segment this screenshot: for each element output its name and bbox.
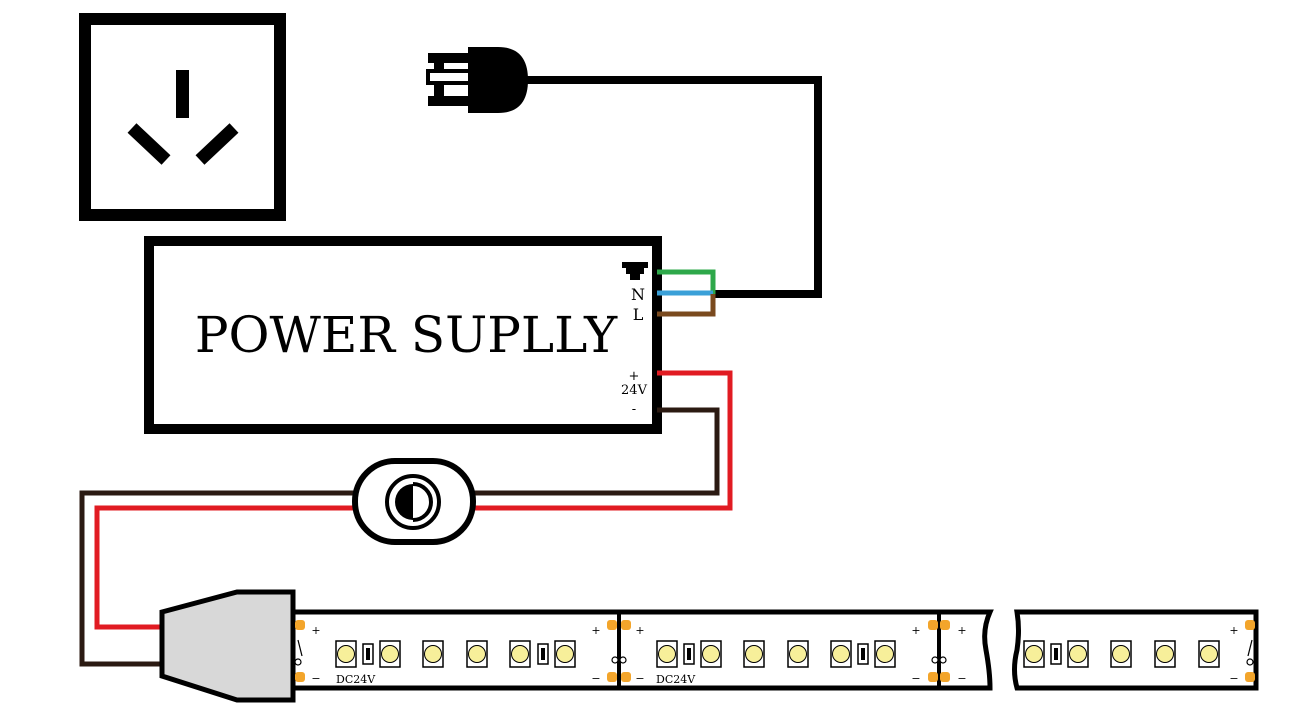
positive-wire [473,370,733,511]
solder-pad [621,672,631,682]
led-light [876,645,894,663]
socket-slot-left [127,123,171,165]
solder-pad [295,620,305,630]
resistor-mark [541,648,545,660]
socket-ground-slot [176,70,189,118]
cut-mark [297,639,303,657]
solder-pad [928,672,938,682]
led-light [511,645,529,663]
positive-wire-to-strip [94,505,355,630]
strip-plus-label: + [1229,624,1238,637]
strip-minus-label: − [311,672,320,685]
negative-wire [473,407,720,496]
strip-plus-label: + [591,624,600,637]
solder-pad [928,620,938,630]
strip-plus-label: + [311,624,320,637]
output-plus-label: + [629,369,640,384]
led-light [468,645,486,663]
led-light [702,645,720,663]
strip-plus-label: + [957,624,966,637]
strip-minus-label: − [911,672,920,685]
strip-voltage-label: DC24V [336,673,376,686]
led-light [556,645,574,663]
switch-toggle-icon [395,484,413,520]
solder-pad [607,672,617,682]
ground-wire [657,269,716,294]
solder-pad [940,672,950,682]
led-light [832,645,850,663]
solder-pad [295,672,305,682]
power-cable [525,76,822,298]
cut-mark [1246,658,1254,666]
output-voltage-label: 24V [621,383,648,398]
strip-minus-label: − [591,672,600,685]
solder-pad [1245,672,1255,682]
strip-plus-label: + [635,624,644,637]
resistor-mark [366,648,370,660]
solder-pad [1245,620,1255,630]
live-wire [657,294,716,317]
solder-pad [607,620,617,630]
strip-minus-label: − [635,672,644,685]
strip-voltage-label: DC24V [656,673,696,686]
led-light [424,645,442,663]
led-light [789,645,807,663]
led-light [381,645,399,663]
led-light [745,645,763,663]
resistor-mark [861,648,865,660]
solder-pad [940,620,950,630]
strip-minus-label: − [957,672,966,685]
output-minus-label: - [632,402,636,417]
cut-mark [1247,639,1253,657]
power-supply-title: POWER SUPLLY [195,306,618,364]
led-strip: +−DC24V+−+−DC24V+−+−+− [290,609,1259,691]
wall-socket [79,13,286,221]
led-light [1200,645,1218,663]
ground-symbol-icon [622,262,648,280]
cut-mark [611,656,619,664]
terminal-n-label: N [631,285,645,304]
strip-connector [159,589,296,703]
socket-slot-right [195,123,239,165]
terminal-l-label: L [633,305,644,324]
led-light [658,645,676,663]
led-light [337,645,355,663]
cut-mark [294,658,302,666]
cut-mark [931,656,939,664]
strip-minus-label: − [1229,672,1238,685]
resistor-mark [1054,648,1058,660]
led-light [1112,645,1130,663]
led-light [1025,645,1043,663]
strip-plus-label: + [911,624,920,637]
cut-mark [939,656,947,664]
power-supply: POWER SUPLLY N L + 24V - [144,236,662,434]
power-plug [426,47,528,113]
resistor-mark [687,648,691,660]
led-light [1156,645,1174,663]
solder-pad [621,620,631,630]
led-light [1069,645,1087,663]
negative-wire-to-strip [79,490,355,667]
cut-mark [619,656,627,664]
inline-switch [352,458,476,545]
